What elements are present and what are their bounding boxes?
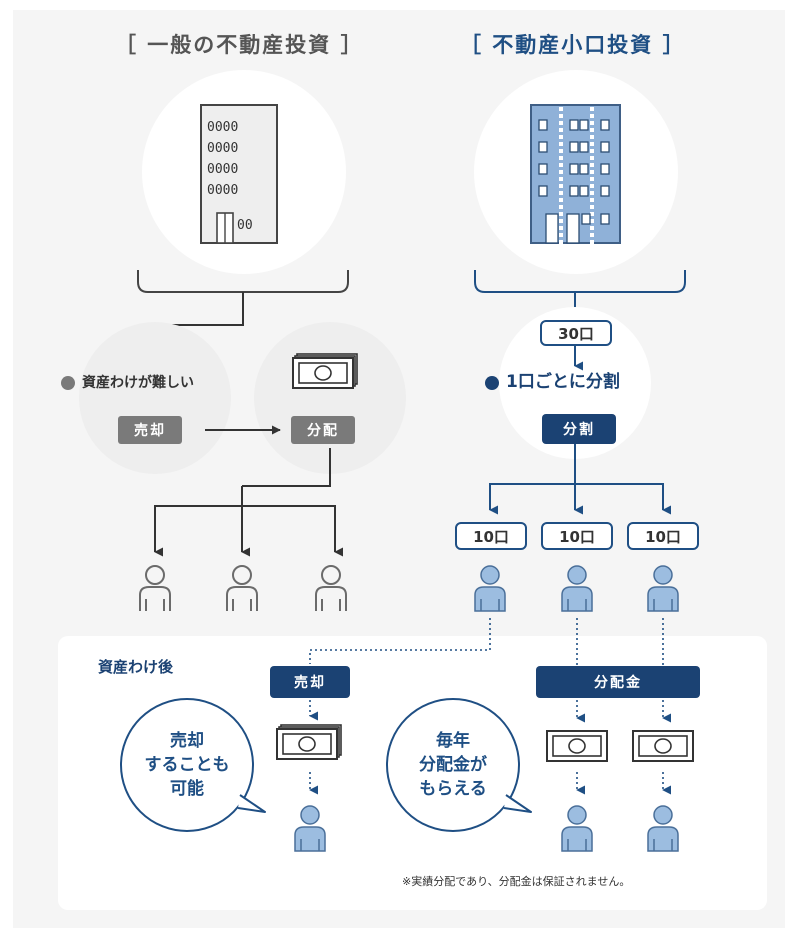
bubble-sell-shape <box>120 698 266 832</box>
after-dividend-bill-2-icon <box>632 730 694 762</box>
split-text: 1口ごとに分割 <box>506 372 620 392</box>
bubble-dividend-line-1: 毎年 <box>436 731 470 751</box>
bubble-sell-line-2: することも <box>144 755 230 775</box>
svg-text:0000: 0000 <box>207 120 238 135</box>
left-sell-circle <box>79 322 231 474</box>
right-bracket <box>474 270 686 293</box>
right-building-icon <box>530 100 621 248</box>
bubble-dividend-line-2: 分配金が <box>419 755 487 775</box>
svg-text:0000: 0000 <box>207 162 238 177</box>
split-pill: 分割 <box>542 414 616 444</box>
bubble-dividend-text: 毎年 分配金が もらえる <box>393 729 513 801</box>
svg-text:0000: 0000 <box>207 141 238 156</box>
bubble-dividend-shape <box>386 698 532 832</box>
total-units-box: 30口 <box>540 320 612 346</box>
difficulty-text: 資産わけが難しい <box>82 375 194 391</box>
svg-text:00: 00 <box>237 218 253 233</box>
left-bullet-dot <box>61 376 75 390</box>
right-heading: ［ 不動産小口投資 ］ <box>460 33 686 57</box>
right-bullet-dot <box>485 376 499 390</box>
bubble-sell-line-1: 売却 <box>170 731 204 751</box>
left-distribute-pill: 分配 <box>291 416 355 444</box>
after-sell-pill: 売却 <box>270 666 350 698</box>
left-heading: ［ 一般の不動産投資 ］ <box>115 33 364 57</box>
footnote: ※実績分配であり、分配金は保証されません。 <box>402 875 631 888</box>
unit-box-2: 10口 <box>541 522 613 550</box>
after-title: 資産わけ後 <box>98 658 174 676</box>
bubble-sell-line-3: 可能 <box>170 779 204 799</box>
left-bill-stack-icon <box>292 353 358 389</box>
unit-box-3: 10口 <box>627 522 699 550</box>
unit-box-1: 10口 <box>455 522 527 550</box>
after-sell-bill-stack-icon <box>276 724 342 760</box>
svg-text:0000: 0000 <box>207 183 238 198</box>
left-sell-pill: 売却 <box>118 416 182 444</box>
after-dividend-pill: 分配金 <box>536 666 700 698</box>
bubble-sell-text: 売却 することも 可能 <box>127 729 247 801</box>
left-building-icon: 0000 0000 0000 0000 00 <box>200 104 278 244</box>
after-dividend-bill-1-icon <box>546 730 608 762</box>
bubble-dividend-line-3: もらえる <box>419 779 487 799</box>
